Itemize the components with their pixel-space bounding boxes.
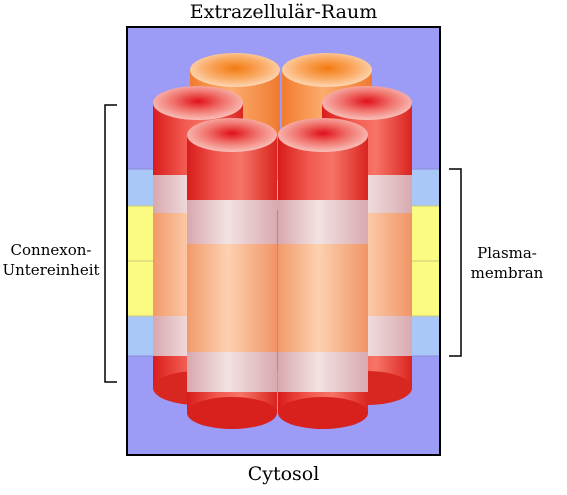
connexin-cylinder-front-left xyxy=(187,118,277,429)
plasma-membrane-label-line2: membran xyxy=(470,264,544,282)
connexin-cylinder-front-right xyxy=(278,118,368,429)
connexon-subunit-label-line2: Untereinheit xyxy=(2,261,100,279)
extracellular-space-label: Extrazellulär-Raum xyxy=(189,1,378,23)
panel-border xyxy=(126,26,441,456)
connexon-subunit-label-line1: Connexon- xyxy=(10,241,92,259)
plasma-membrane-label: Plasma- membran xyxy=(462,243,552,283)
connexon-subunit-label: Connexon- Untereinheit xyxy=(0,240,102,280)
plasma-membrane-label-line1: Plasma- xyxy=(477,244,537,262)
cytosol-label: Cytosol xyxy=(247,463,320,485)
plasma-membrane-bracket xyxy=(449,168,462,357)
connexon-subunit-bracket xyxy=(104,104,117,383)
